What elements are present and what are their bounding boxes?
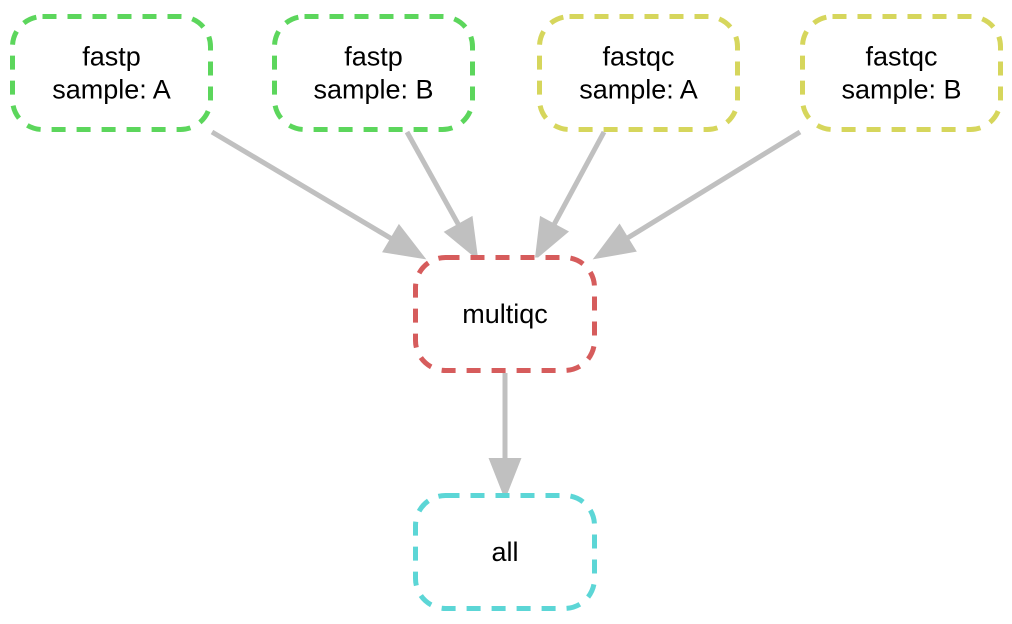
node-box bbox=[272, 14, 475, 132]
edge-fastqc_B-to-multiqc bbox=[592, 129, 802, 260]
edge-multiqc-to-all bbox=[488, 373, 522, 500]
node-box bbox=[10, 14, 213, 132]
edge-arrowhead bbox=[534, 215, 570, 261]
edge-arrowhead bbox=[592, 223, 637, 260]
node-wildcard-label: sample: B bbox=[841, 75, 961, 105]
node-wildcard-label: sample: A bbox=[579, 75, 698, 105]
node-box bbox=[800, 14, 1003, 132]
node-box bbox=[413, 255, 597, 373]
node-rule-label: all bbox=[491, 537, 518, 567]
edges-layer bbox=[210, 129, 802, 500]
node-rule-label: fastp bbox=[82, 42, 141, 72]
edge-line bbox=[550, 130, 607, 228]
node-all[interactable]: all bbox=[413, 493, 597, 611]
node-rule-label: fastqc bbox=[602, 42, 674, 72]
edge-arrowhead bbox=[382, 223, 427, 260]
node-wildcard-label: sample: A bbox=[52, 75, 171, 105]
node-rule-label: fastp bbox=[344, 42, 403, 72]
node-wildcard-label: sample: B bbox=[313, 75, 433, 105]
node-multiqc[interactable]: multiqc bbox=[413, 255, 597, 373]
edge-fastp_B-to-multiqc bbox=[404, 130, 479, 261]
edge-line bbox=[210, 129, 395, 242]
edge-line bbox=[624, 129, 802, 242]
edge-line bbox=[404, 130, 462, 228]
edge-fastp_A-to-multiqc bbox=[210, 129, 427, 260]
edge-arrowhead bbox=[488, 458, 522, 500]
edge-fastqc_A-to-multiqc bbox=[534, 130, 607, 261]
edge-arrowhead bbox=[443, 215, 479, 261]
node-rule-label: fastqc bbox=[865, 42, 937, 72]
node-box bbox=[537, 14, 740, 132]
node-rule-label: multiqc bbox=[462, 299, 548, 329]
node-box bbox=[413, 493, 597, 611]
